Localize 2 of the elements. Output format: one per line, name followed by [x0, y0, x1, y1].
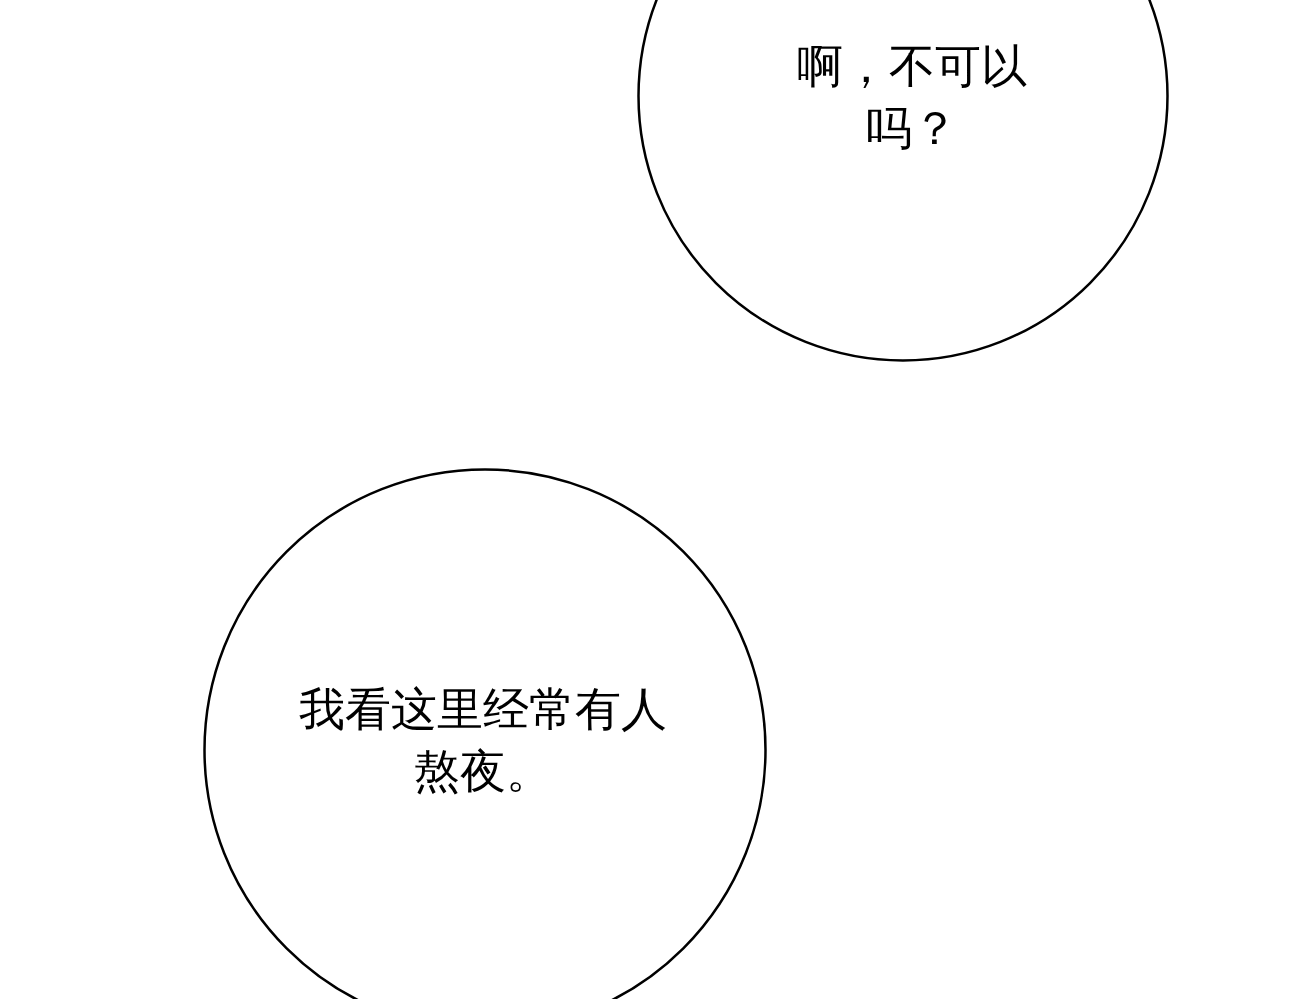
dialogue-text: 我看这里经常有人熬夜。: [298, 681, 668, 800]
dialogue-text: 啊，不可以吗？: [796, 38, 1028, 157]
